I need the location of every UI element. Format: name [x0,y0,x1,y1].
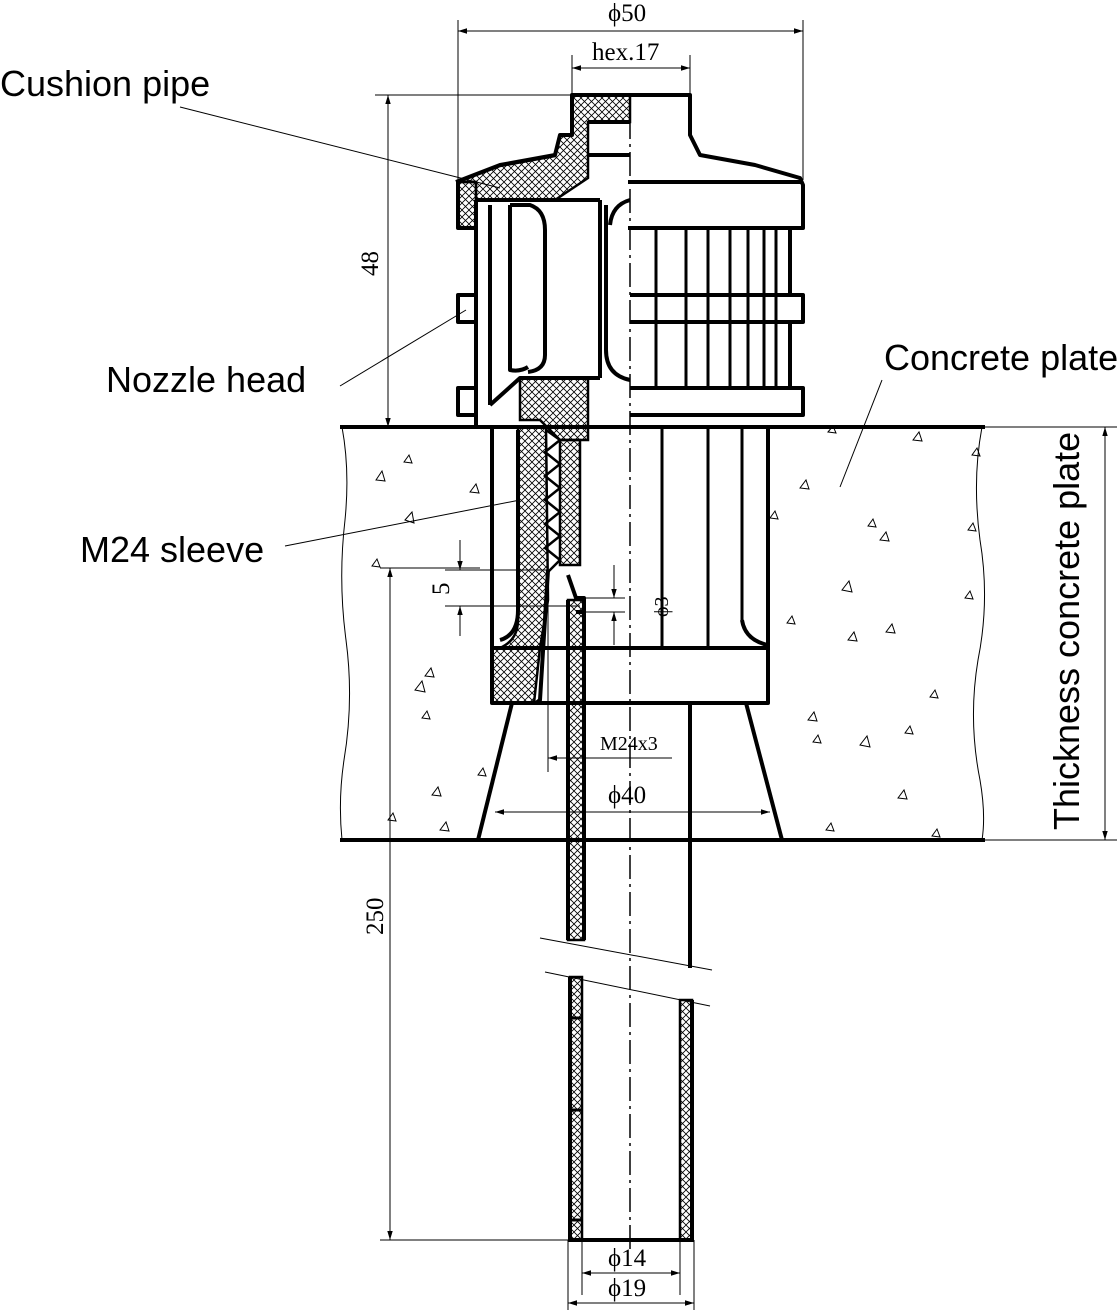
nozzle-head [455,93,805,442]
screen-slots [654,228,778,388]
leader-lines [179,106,883,547]
dim-sleeve-diameter: ϕ40 [608,782,646,809]
label-concrete-plate: Concrete plate [884,337,1117,378]
label-cushion-pipe: Cushion pipe [0,63,210,104]
label-m24-sleeve: M24 sleeve [80,529,264,570]
aggregate-marks [371,425,981,838]
dim-head-height: 48 [357,251,384,276]
dim-pipe-length: 250 [362,898,389,936]
dim-pipe-outer-diameter: ϕ19 [608,1275,646,1302]
dim-thread: M24x3 [600,733,658,755]
dim-pipe-inner-diameter: ϕ14 [608,1245,647,1272]
dim-hole-diameter: ϕ3 [651,596,673,617]
label-nozzle-head: Nozzle head [106,359,306,400]
m24-sleeve [476,425,784,841]
dimension-lines [375,20,1117,1310]
dim-outer-diameter: ϕ50 [608,0,646,27]
cushion-pipe [534,569,713,1242]
dim-gap: 5 [428,583,455,596]
dim-hex: hex.17 [592,39,659,66]
label-thickness-concrete-plate: Thickness concrete plate [1046,432,1087,830]
